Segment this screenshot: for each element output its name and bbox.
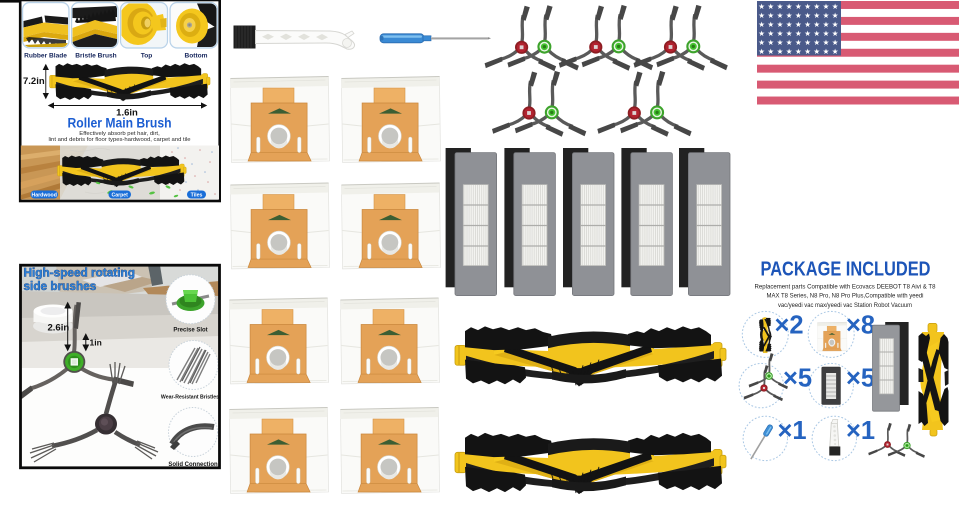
svg-text:★: ★ [786, 47, 793, 56]
svg-text:★: ★ [795, 20, 802, 29]
svg-text:★: ★ [767, 2, 774, 11]
svg-text:★: ★ [804, 29, 811, 38]
svg-text:★: ★ [758, 38, 765, 47]
svg-text:★: ★ [813, 47, 820, 56]
svg-text:★: ★ [786, 20, 793, 29]
svg-text:★: ★ [832, 2, 839, 11]
svg-text:★: ★ [832, 47, 839, 56]
svg-text:★: ★ [804, 11, 811, 20]
svg-text:★: ★ [786, 11, 793, 20]
svg-text:×5: ×5 [846, 364, 875, 392]
svg-text:Bristle Brush: Bristle Brush [75, 53, 116, 60]
svg-text:★: ★ [786, 29, 793, 38]
svg-text:Solid Connection: Solid Connection [168, 462, 218, 468]
svg-text:★: ★ [758, 29, 765, 38]
svg-text:MAX T8 Series, N8 Pro, N8 Pro: MAX T8 Series, N8 Pro, N8 Pro Plus,Compa… [767, 293, 924, 300]
svg-text:★: ★ [767, 11, 774, 20]
svg-text:Tiles: Tiles [191, 192, 203, 198]
svg-text:★: ★ [813, 29, 820, 38]
svg-text:★: ★ [823, 11, 830, 20]
svg-text:★: ★ [795, 47, 802, 56]
svg-text:★: ★ [804, 2, 811, 11]
svg-text:★: ★ [767, 38, 774, 47]
svg-text:★: ★ [777, 47, 784, 56]
svg-text:×2: ×2 [775, 312, 804, 340]
svg-text:★: ★ [813, 20, 820, 29]
svg-text:★: ★ [832, 29, 839, 38]
svg-text:Effectively absorb pet hair, d: Effectively absorb pet hair, dirt, [79, 131, 160, 137]
svg-text:PACKAGE INCLUDED: PACKAGE INCLUDED [761, 258, 931, 280]
svg-text:1.6in: 1.6in [116, 108, 138, 119]
svg-text:★: ★ [832, 20, 839, 29]
svg-text:★: ★ [813, 38, 820, 47]
svg-text:Replacement parts Compatible w: Replacement parts Compatible with Ecovac… [755, 284, 936, 291]
svg-text:×5: ×5 [783, 364, 812, 392]
svg-text:vac/yeedi vac max/yeedi vac St: vac/yeedi vac max/yeedi vac Station Robo… [778, 302, 912, 309]
svg-text:side brushes: side brushes [24, 279, 97, 293]
svg-text:High-speed rotating: High-speed rotating [24, 266, 135, 280]
svg-text:★: ★ [777, 38, 784, 47]
svg-text:★: ★ [786, 38, 793, 47]
svg-text:★: ★ [823, 2, 830, 11]
svg-text:★: ★ [767, 29, 774, 38]
svg-text:★: ★ [813, 11, 820, 20]
svg-text:★: ★ [804, 38, 811, 47]
svg-text:★: ★ [777, 2, 784, 11]
svg-text:★: ★ [767, 47, 774, 56]
svg-text:×8: ×8 [846, 312, 875, 340]
svg-text:★: ★ [823, 20, 830, 29]
svg-text:Precise Slot: Precise Slot [173, 328, 207, 334]
svg-text:★: ★ [758, 20, 765, 29]
svg-text:★: ★ [804, 47, 811, 56]
svg-text:★: ★ [795, 29, 802, 38]
svg-text:★: ★ [758, 11, 765, 20]
svg-text:★: ★ [804, 20, 811, 29]
svg-text:Hardwood: Hardwood [32, 192, 57, 198]
svg-text:×1: ×1 [778, 417, 807, 445]
svg-text:★: ★ [813, 2, 820, 11]
svg-text:Bottom: Bottom [184, 53, 207, 60]
svg-text:★: ★ [758, 47, 765, 56]
svg-text:7.2in: 7.2in [23, 76, 45, 87]
svg-text:★: ★ [777, 11, 784, 20]
svg-text:★: ★ [823, 47, 830, 56]
svg-text:★: ★ [795, 2, 802, 11]
svg-text:★: ★ [823, 29, 830, 38]
svg-text:×1: ×1 [846, 417, 875, 445]
svg-text:★: ★ [832, 38, 839, 47]
svg-text:★: ★ [795, 38, 802, 47]
svg-text:★: ★ [777, 29, 784, 38]
svg-text:1in: 1in [90, 338, 102, 348]
svg-text:★: ★ [758, 2, 765, 11]
svg-text:★: ★ [795, 11, 802, 20]
svg-text:Rubber Blade: Rubber Blade [24, 53, 67, 60]
svg-text:Top: Top [141, 53, 153, 60]
svg-text:★: ★ [823, 38, 830, 47]
svg-text:Carpet: Carpet [111, 192, 128, 198]
svg-text:★: ★ [786, 2, 793, 11]
svg-text:2.6in: 2.6in [48, 323, 70, 334]
svg-text:Roller Main Brush: Roller Main Brush [68, 116, 172, 131]
svg-text:★: ★ [832, 11, 839, 20]
svg-text:lint and debris for floor typ: lint and debris for floor types-hardwood… [48, 137, 191, 143]
svg-text:★: ★ [767, 20, 774, 29]
svg-text:★: ★ [777, 20, 784, 29]
svg-text:Wear-Resistant Bristles: Wear-Resistant Bristles [161, 395, 219, 401]
